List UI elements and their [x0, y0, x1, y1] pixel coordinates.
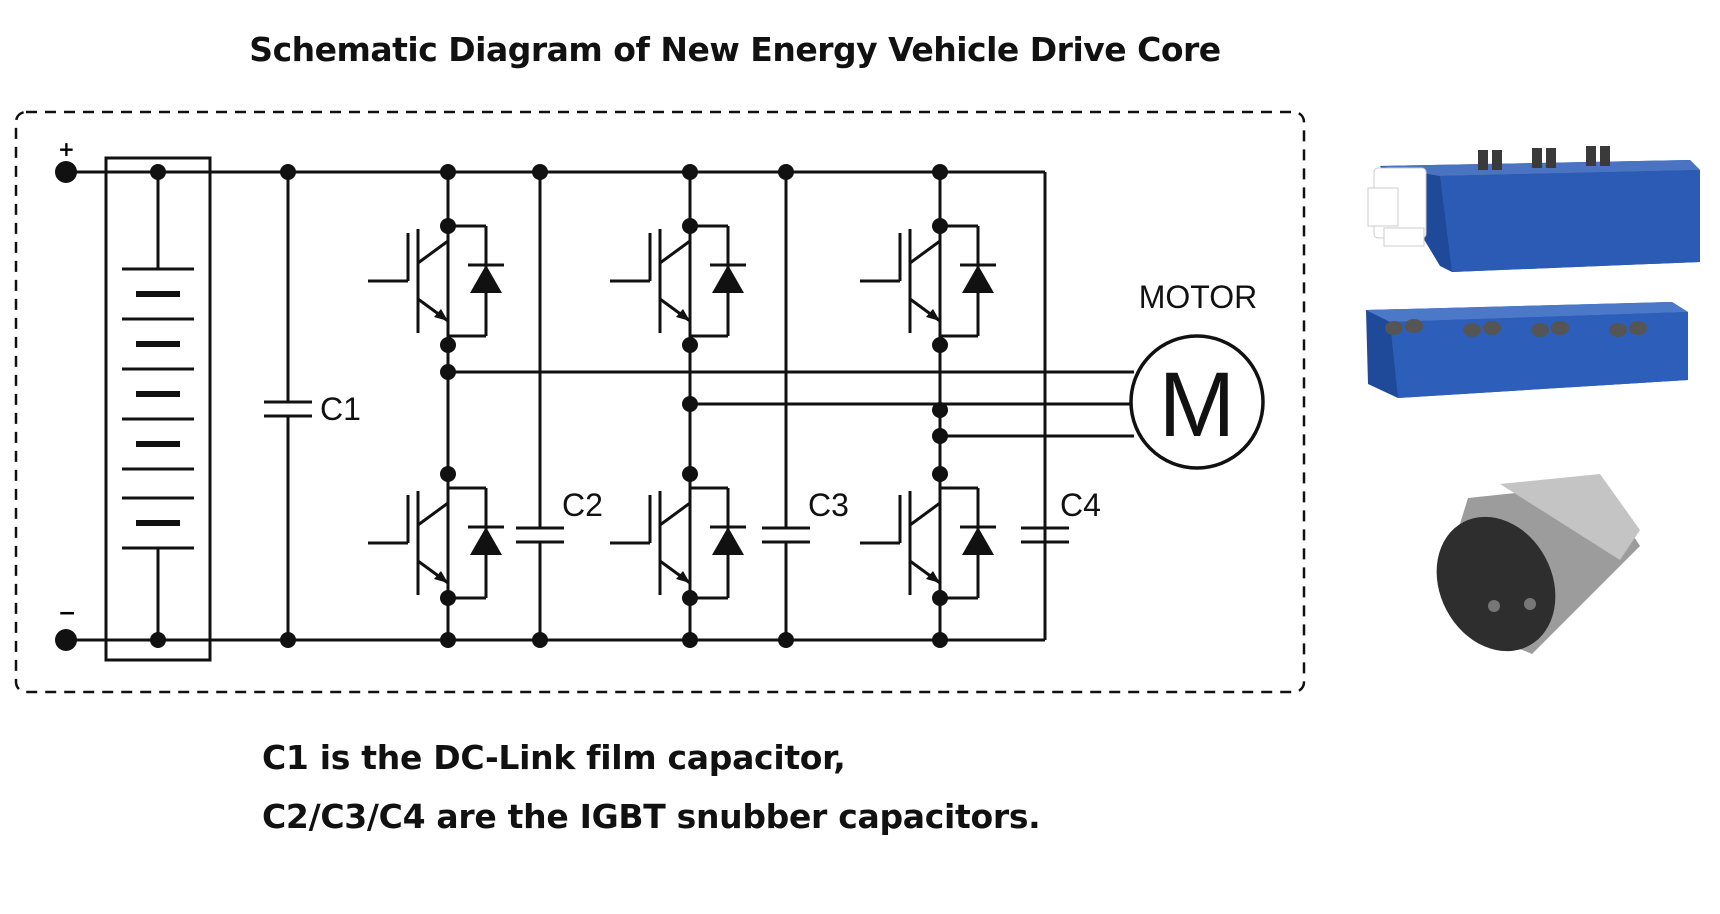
blue-box-capacitor-module-top-icon: [1366, 302, 1688, 398]
battery-pack: [104, 156, 212, 662]
cylindrical-capacitor-icon: [1436, 474, 1640, 654]
caption-line-1: C1 is the DC-Link film capacitor,: [262, 738, 846, 777]
c3-label: C3: [808, 487, 849, 523]
caption-line-2: C2/C3/C4 are the IGBT snubber capacitors…: [262, 797, 1041, 836]
negative-terminal: −: [55, 601, 77, 651]
motor-symbol: M: [1159, 354, 1236, 456]
phase-leg-1: [366, 164, 506, 648]
blue-box-capacitor-module-icon: [1367, 146, 1700, 272]
negative-terminal-label: −: [58, 601, 76, 626]
positive-terminal-label: +: [58, 137, 75, 161]
phase-leg-2: [608, 164, 748, 648]
capacitor-c2: C2: [514, 164, 603, 648]
capacitor-c3: C3: [760, 164, 849, 648]
page-title: Schematic Diagram of New Energy Vehicle …: [249, 30, 1221, 69]
motor-caption: MOTOR: [1139, 279, 1258, 315]
motor-phase-wires: [448, 370, 1134, 438]
capacitor-c1: C1: [262, 164, 361, 648]
capacitor-c4: C4: [1019, 172, 1101, 544]
module-enclosure: [14, 110, 1306, 694]
c2-label: C2: [562, 487, 603, 523]
c4-label: C4: [1060, 487, 1101, 523]
phase-leg-3: [858, 164, 998, 648]
c1-label: C1: [320, 391, 361, 427]
motor: M MOTOR: [1129, 279, 1265, 470]
positive-terminal: +: [55, 137, 77, 183]
dc-bus-rails: [66, 170, 1047, 642]
